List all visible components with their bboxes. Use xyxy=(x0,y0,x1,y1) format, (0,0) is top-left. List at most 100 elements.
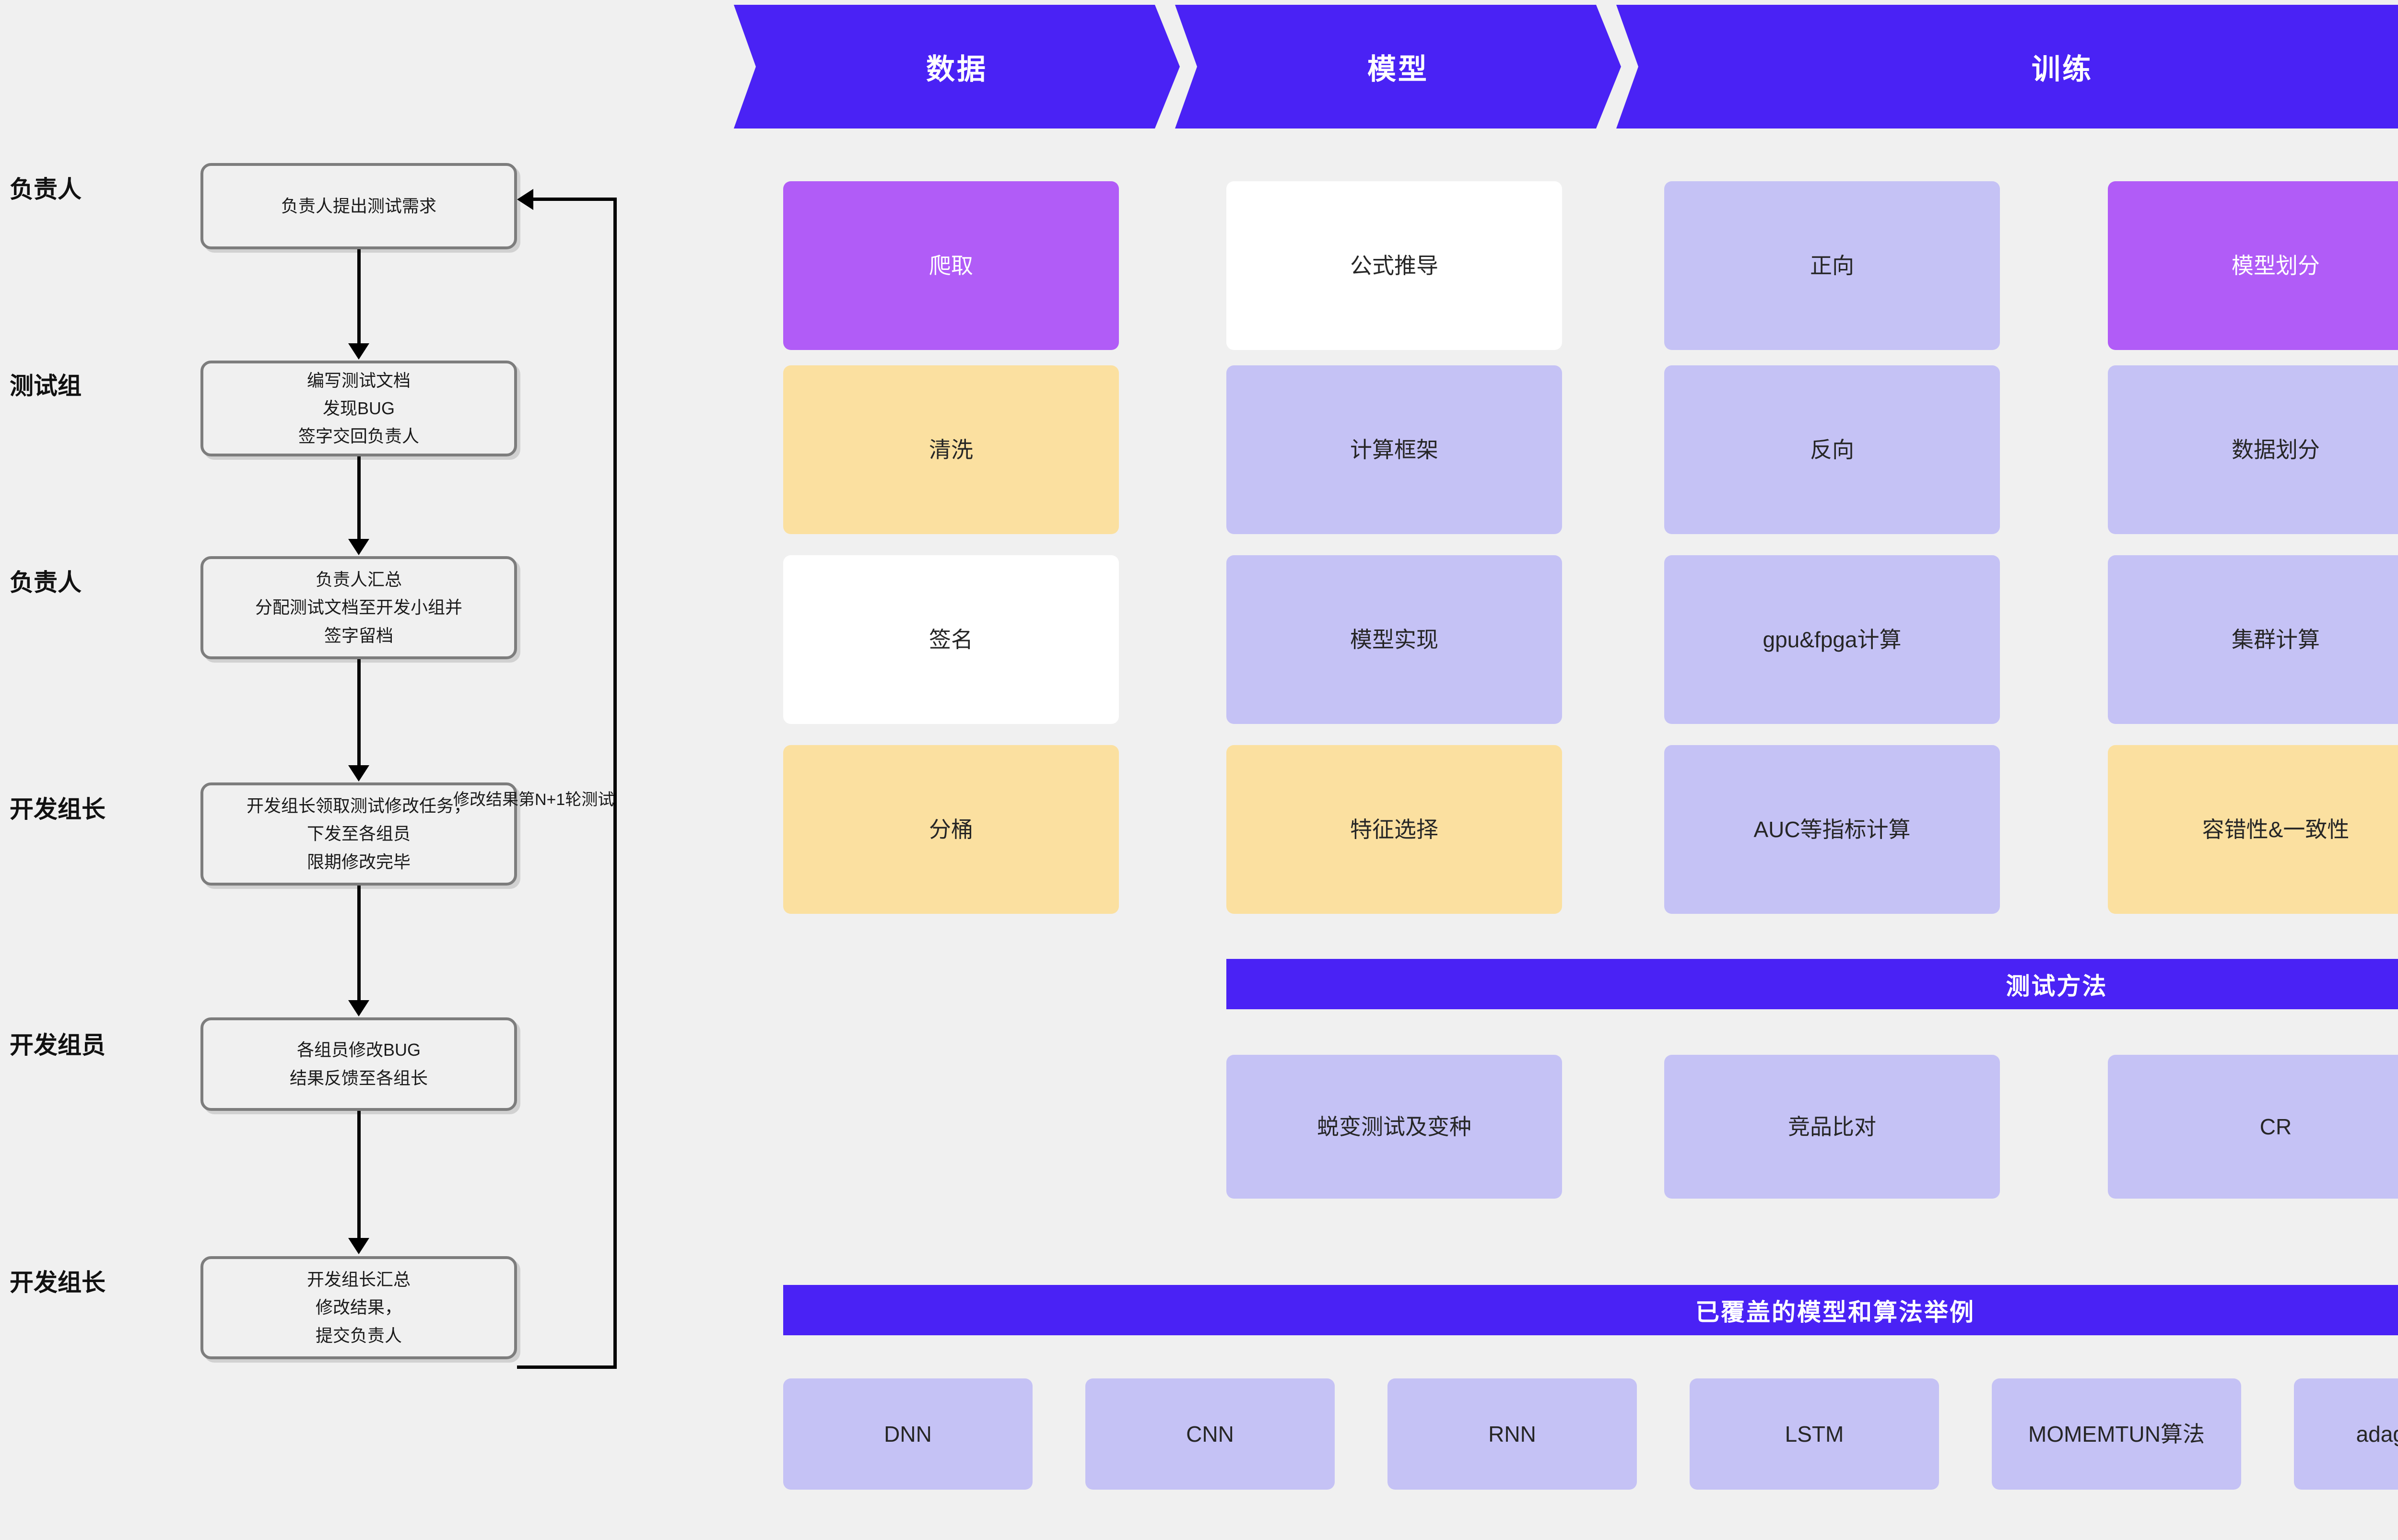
flow-step-3-line-2: 分配测试文档至开发小组并 xyxy=(255,597,462,618)
flow-connector-5-6 xyxy=(357,1111,361,1239)
flow-step-5-line-1: 各组员修改BUG xyxy=(296,1040,421,1060)
pipeline-card-model-2[interactable]: 计算框架 xyxy=(1226,365,1562,534)
flow-step-1[interactable]: 负责人提出测试需求 xyxy=(200,163,517,249)
test-method-card-2[interactable]: 竞品比对 xyxy=(1664,1055,2000,1199)
covered-model-card-4-label: LSTM xyxy=(1785,1421,1844,1447)
flow-connector-1-2 xyxy=(357,249,361,344)
flow-step-2-line-1: 编写测试文档 xyxy=(306,370,411,390)
role-label-1: 负责人 xyxy=(10,176,82,203)
flow-loopback-vertical xyxy=(613,198,617,1369)
pipeline-card-data-4-label: 分桶 xyxy=(929,817,973,842)
role-label-5: 开发组员 xyxy=(10,1032,106,1059)
pipeline-card-data-3-label: 签名 xyxy=(929,627,973,652)
pipeline-card-trainb-3-label: 集群计算 xyxy=(2232,627,2320,652)
pipeline-card-model-3[interactable]: 模型实现 xyxy=(1226,555,1562,724)
flow-connector-2-3 xyxy=(357,456,361,540)
test-methods-banner-label: 测试方法 xyxy=(2006,972,2108,1000)
flow-connector-3-4 xyxy=(357,659,361,766)
covered-models-banner[interactable]: 已覆盖的模型和算法举例 xyxy=(783,1285,2398,1335)
flow-step-2-line-2: 发现BUG xyxy=(322,398,395,418)
flow-step-4-line-3: 限期修改完毕 xyxy=(306,852,411,872)
process-flowchart: 负责人 测试组 负责人 开发组长 开发组员 开发组长 负责人提出测试需求 编写测… xyxy=(0,0,734,1540)
flow-step-3-line-3: 签字留档 xyxy=(324,625,393,645)
covered-model-card-4[interactable]: LSTM xyxy=(1690,1378,1939,1490)
pipeline-card-model-2-label: 计算框架 xyxy=(1350,437,1438,462)
flow-step-3[interactable]: 负责人汇总 分配测试文档至开发小组并 签字留档 xyxy=(200,556,517,659)
pipeline-card-trainb-3[interactable]: 集群计算 xyxy=(2108,555,2398,724)
pipeline-card-trainb-4-label: 容错性&一致性 xyxy=(2202,817,2350,842)
flow-loopback-top xyxy=(533,198,617,201)
flow-arrowhead-2-3 xyxy=(348,539,369,555)
flow-connector-4-5 xyxy=(357,886,361,1001)
test-method-card-3[interactable]: CR xyxy=(2108,1055,2398,1199)
flow-step-1-line-1: 负责人提出测试需求 xyxy=(281,196,436,216)
pipeline-card-trainb-1[interactable]: 模型划分 xyxy=(2108,181,2398,350)
pipeline-card-traina-3-label: gpu&fpga计算 xyxy=(1763,627,1902,652)
role-label-3: 负责人 xyxy=(10,569,82,596)
flow-loopback-label: 修改结果第N+1轮测试 xyxy=(453,791,614,809)
ml-pipeline-panel: 数据 模型 训练 预测 爬取 清洗 签名 分桶 公式推导 计算框架 模型实现 特… xyxy=(734,0,2398,1540)
covered-models-banner-label: 已覆盖的模型和算法举例 xyxy=(1695,1298,1975,1326)
pipeline-card-data-4[interactable]: 分桶 xyxy=(783,745,1119,914)
stage-banner-training-label: 训练 xyxy=(2032,53,2093,85)
pipeline-card-traina-1[interactable]: 正向 xyxy=(1664,181,2000,350)
covered-model-card-1-label: DNN xyxy=(884,1421,932,1447)
covered-model-card-2-label: CNN xyxy=(1186,1421,1234,1447)
pipeline-card-data-2-label: 清洗 xyxy=(929,437,973,462)
flow-loopback-arrowhead xyxy=(517,189,533,210)
pipeline-card-traina-3[interactable]: gpu&fpga计算 xyxy=(1664,555,2000,724)
stage-banner-data[interactable]: 数据 xyxy=(734,5,1180,128)
stage-banner-data-label: 数据 xyxy=(926,53,987,85)
pipeline-card-data-3[interactable]: 签名 xyxy=(783,555,1119,724)
covered-model-card-3-label: RNN xyxy=(1488,1421,1536,1447)
pipeline-card-traina-1-label: 正向 xyxy=(1810,253,1854,278)
pipeline-card-trainb-4[interactable]: 容错性&一致性 xyxy=(2108,745,2398,914)
flow-step-2[interactable]: 编写测试文档 发现BUG 签字交回负责人 xyxy=(200,361,517,456)
pipeline-card-data-1-label: 爬取 xyxy=(929,253,973,278)
pipeline-card-data-1[interactable]: 爬取 xyxy=(783,181,1119,350)
pipeline-card-model-1[interactable]: 公式推导 xyxy=(1226,181,1562,350)
flow-arrowhead-4-5 xyxy=(348,1000,369,1016)
pipeline-card-model-4-label: 特征选择 xyxy=(1350,817,1438,842)
flow-loopback-bottom xyxy=(517,1365,617,1369)
stage-banner-model-label: 模型 xyxy=(1367,53,1429,85)
covered-model-card-6[interactable]: adagrad算法 xyxy=(2294,1378,2398,1490)
covered-model-card-6-label: adagrad算法 xyxy=(2356,1421,2398,1447)
role-label-6: 开发组长 xyxy=(10,1269,106,1296)
flow-arrowhead-3-4 xyxy=(348,765,369,782)
stage-banner-training[interactable]: 训练 xyxy=(1616,5,2398,128)
test-method-card-3-label: CR xyxy=(2259,1114,2292,1139)
pipeline-card-model-4[interactable]: 特征选择 xyxy=(1226,745,1562,914)
pipeline-card-traina-4[interactable]: AUC等指标计算 xyxy=(1664,745,2000,914)
flow-step-5-line-2: 结果反馈至各组长 xyxy=(289,1068,428,1088)
pipeline-card-trainb-2-label: 数据划分 xyxy=(2232,437,2320,462)
flow-arrowhead-5-6 xyxy=(348,1238,369,1254)
pipeline-card-data-2[interactable]: 清洗 xyxy=(783,365,1119,534)
flow-arrowhead-1-2 xyxy=(348,343,369,360)
pipeline-card-traina-4-label: AUC等指标计算 xyxy=(1753,817,1911,842)
pipeline-card-traina-2[interactable]: 反向 xyxy=(1664,365,2000,534)
flow-step-6-line-2: 修改结果， xyxy=(315,1297,402,1318)
role-label-4: 开发组长 xyxy=(10,796,106,823)
flow-step-6-line-3: 提交负责人 xyxy=(315,1325,402,1345)
covered-model-card-5-label: MOMEMTUN算法 xyxy=(2028,1421,2205,1447)
test-method-card-2-label: 竞品比对 xyxy=(1788,1114,1876,1139)
covered-model-card-1[interactable]: DNN xyxy=(783,1378,1033,1490)
flow-step-6-line-1: 开发组长汇总 xyxy=(306,1270,411,1290)
flow-step-3-line-1: 负责人汇总 xyxy=(315,570,402,590)
pipeline-card-trainb-2[interactable]: 数据划分 xyxy=(2108,365,2398,534)
pipeline-card-traina-2-label: 反向 xyxy=(1810,437,1854,462)
covered-model-card-2[interactable]: CNN xyxy=(1085,1378,1335,1490)
covered-model-card-3[interactable]: RNN xyxy=(1387,1378,1637,1490)
flow-step-6[interactable]: 开发组长汇总 修改结果， 提交负责人 xyxy=(200,1256,517,1359)
test-method-card-1-label: 蜕变测试及变种 xyxy=(1317,1114,1471,1139)
covered-model-card-5[interactable]: MOMEMTUN算法 xyxy=(1992,1378,2241,1490)
stage-banner-model[interactable]: 模型 xyxy=(1175,5,1621,128)
flow-step-5[interactable]: 各组员修改BUG 结果反馈至各组长 xyxy=(200,1017,517,1111)
flow-step-4[interactable]: 开发组长领取测试修改任务， 下发至各组员 限期修改完毕 xyxy=(200,782,517,886)
pipeline-card-model-1-label: 公式推导 xyxy=(1350,253,1438,278)
test-methods-banner[interactable]: 测试方法 xyxy=(1226,959,2398,1009)
flow-step-4-line-1: 开发组长领取测试修改任务， xyxy=(246,796,471,816)
test-method-card-1[interactable]: 蜕变测试及变种 xyxy=(1226,1055,1562,1199)
pipeline-card-model-3-label: 模型实现 xyxy=(1350,627,1438,652)
